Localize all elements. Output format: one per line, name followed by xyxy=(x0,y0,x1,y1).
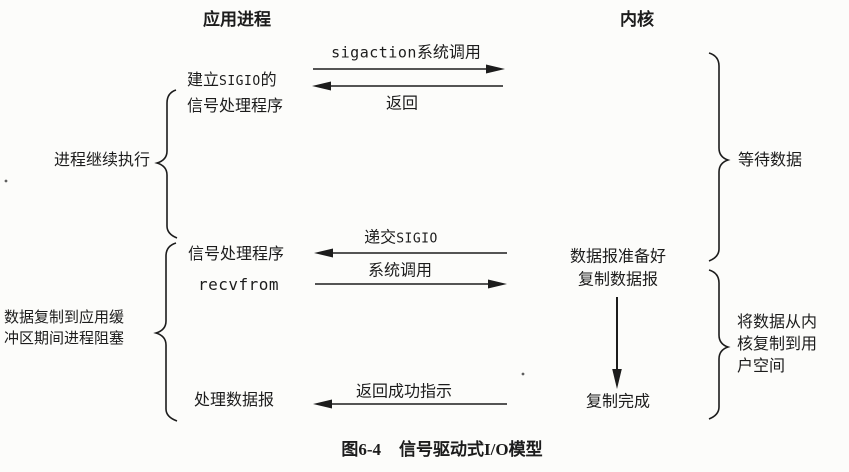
arrowhead-group xyxy=(4,64,622,409)
deliver-sigio-mono-text: SIGIO xyxy=(396,231,438,247)
left-brace-blocked xyxy=(153,242,178,422)
blocked-label: 数据复制到应用缓 冲区期间进程阻塞 xyxy=(4,307,124,349)
figure-title: 信号驱动式I/O模型 xyxy=(399,439,543,459)
brace-group xyxy=(153,52,731,422)
application-process-header: 应用进程 xyxy=(203,9,271,29)
copy-kernel-line1: 将数据从内 xyxy=(737,314,818,331)
sigaction-cn-text: 系统调用 xyxy=(416,44,481,62)
figure-caption: 图6-4 信号驱动式I/O模型 xyxy=(341,440,542,460)
return-label: 返回 xyxy=(385,95,419,113)
setup-sigio-mono-text: SIGIO xyxy=(219,74,261,89)
process-datagram-step: 处理数据报 xyxy=(194,392,275,409)
copy-kernel-line2: 核复制到用 xyxy=(737,336,818,353)
blocked-label-line1: 数据复制到应用缓 xyxy=(4,309,125,326)
process-continues-label: 进程继续执行 xyxy=(53,152,150,169)
kernel-header: 内核 xyxy=(620,9,654,29)
return-arrowhead-left xyxy=(312,81,331,91)
setup-post-text: 的 xyxy=(260,72,277,89)
copy-kernel-to-user-label: 将数据从内 核复制到用 户空间 xyxy=(737,312,817,378)
deliver-sigio-label: 递交SIGIO xyxy=(364,228,438,247)
right-brace-wait-data xyxy=(708,52,731,262)
copy-datagram-step: 复制数据报 xyxy=(577,271,659,289)
setup-sigio-line1: 建立SIGIO的 xyxy=(187,71,283,90)
setup-sigio-line2: 信号处理程序 xyxy=(187,98,284,116)
blocked-label-line2: 冲区期间进程阻塞 xyxy=(4,330,125,347)
sigaction-mono-text: sigaction xyxy=(331,43,417,62)
syscall-label: 系统调用 xyxy=(367,262,433,280)
setup-sigio-handler-step: 建立SIGIO的 信号处理程序 xyxy=(187,71,283,116)
datagram-ready-step: 数据报准备好 xyxy=(569,248,667,266)
arrow-line-group xyxy=(313,68,618,405)
copy-down-arrowhead xyxy=(612,369,622,389)
deliver-cn-text: 递交 xyxy=(364,229,397,247)
right-brace-copy-kernel xyxy=(708,269,731,420)
copy-kernel-line3: 户空间 xyxy=(737,358,786,375)
sigaction-syscall-label: sigaction系统调用 xyxy=(331,43,481,62)
figure-number: 图6-4 xyxy=(341,439,382,459)
syscall-arrowhead-right xyxy=(488,279,507,289)
return-success-label: 返回成功指示 xyxy=(355,383,453,401)
setup-pre-text: 建立 xyxy=(187,72,220,89)
copy-complete-step: 复制完成 xyxy=(585,393,651,411)
scan-speck xyxy=(521,372,525,376)
signal-handler-step: 信号处理程序 xyxy=(188,246,285,263)
recvfrom-step: recvfrom xyxy=(198,275,280,294)
return-success-arrowhead-left xyxy=(313,399,332,409)
left-brace-process-continues xyxy=(154,89,178,239)
wait-for-data-label: 等待数据 xyxy=(738,152,803,169)
scan-speck xyxy=(4,179,8,183)
deliver-sigio-arrowhead-left xyxy=(314,248,333,258)
sigaction-arrowhead-right xyxy=(486,64,505,74)
